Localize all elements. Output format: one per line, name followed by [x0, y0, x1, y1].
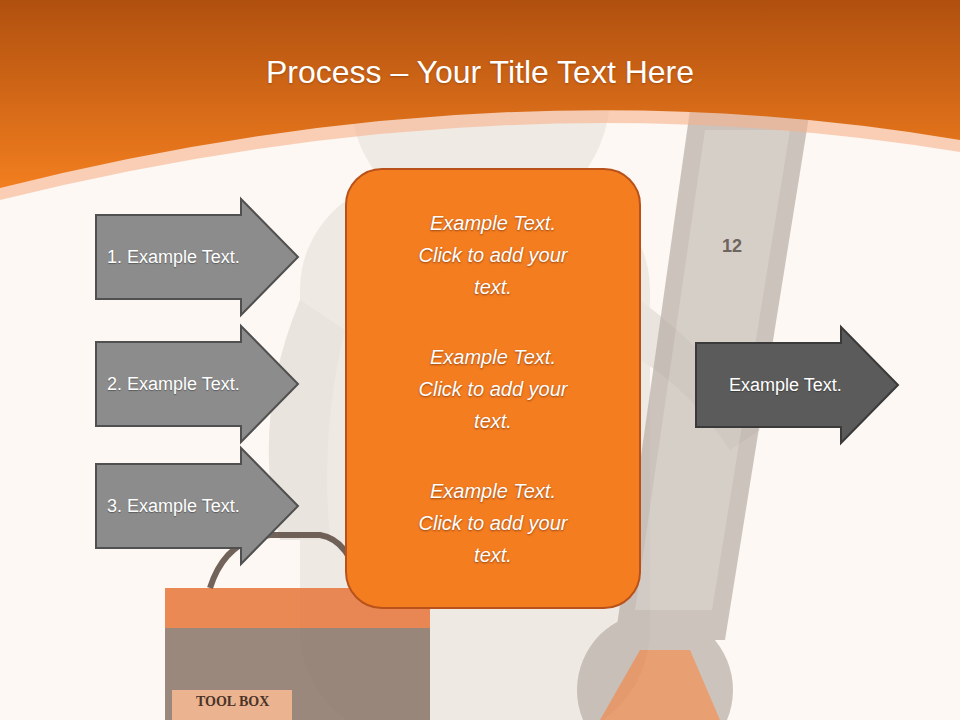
arrow-label: Example Text.: [729, 326, 842, 444]
arrow-fill: [696, 327, 898, 443]
content-box: Example Text. Click to add your text. Exa…: [345, 168, 641, 609]
header-band: [0, 0, 960, 188]
arrow-fill: [96, 326, 298, 442]
toolbox-label: TOOL BOX: [196, 694, 269, 710]
arrow-shape: Example Text.: [695, 326, 899, 444]
arrow-shape: 2. Example Text.: [95, 325, 299, 443]
box-paragraph: Example Text. Click to add your text.: [418, 475, 568, 571]
slide-title: Process – Your Title Text Here: [0, 54, 960, 91]
arrow-shape: 1. Example Text.: [95, 198, 299, 316]
arrow-fill: [96, 448, 298, 564]
box-fill: [346, 169, 640, 608]
wrench-size: 12: [722, 236, 742, 257]
arrow-label: 1. Example Text.: [107, 198, 240, 316]
arrow-shape: 3. Example Text.: [95, 447, 299, 565]
arrow-label: 3. Example Text.: [107, 447, 240, 565]
box-paragraph: Example Text. Click to add your text.: [418, 207, 568, 303]
arrow-label: 2. Example Text.: [107, 325, 240, 443]
arrow-fill: [96, 199, 298, 315]
box-paragraph: Example Text. Click to add your text.: [418, 341, 568, 437]
